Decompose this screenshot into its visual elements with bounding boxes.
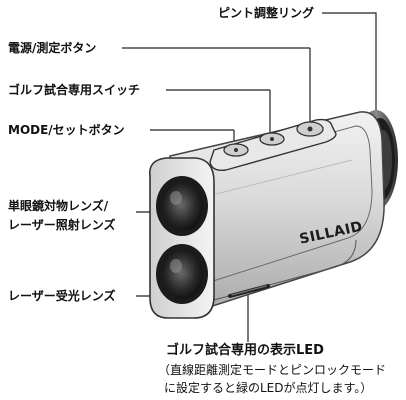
- note-line-1: （直線距離測定モードとピンロックモード: [158, 363, 387, 377]
- button-panel: [209, 118, 337, 172]
- label-golf-switch: ゴルフ試合専用スイッチ: [8, 83, 141, 97]
- label-golf-led: ゴルフ試合専用の表示LED: [166, 343, 324, 358]
- label-mode-button: MODE/セットボタン: [8, 123, 125, 137]
- label-receiver-lens: レーザー受光レンズ: [8, 289, 116, 303]
- label-objective-lens-line1: 単眼鏡対物レンズ/: [8, 199, 109, 213]
- label-focus-ring: ピント調整リング: [218, 6, 315, 20]
- note-line-2: に設定すると緑のLEDが点灯します。）: [164, 381, 373, 395]
- objective-lens: [156, 176, 208, 236]
- label-power-button: 電源/測定ボタン: [8, 41, 97, 55]
- leader-focus-ring: [322, 12, 377, 118]
- receiver-lens: [156, 244, 208, 304]
- leader-lines: [122, 12, 377, 342]
- label-objective-lens-line2: レーザー照射レンズ: [8, 218, 116, 232]
